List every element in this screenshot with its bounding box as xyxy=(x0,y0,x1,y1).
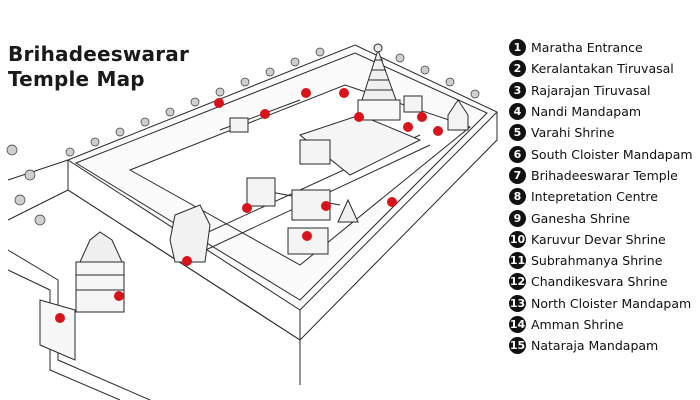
location-markers xyxy=(55,88,443,323)
location-marker xyxy=(182,256,192,266)
temple-map-illustration xyxy=(6,43,498,400)
legend-item: 12 Chandikesvara Shrine xyxy=(509,271,699,292)
legend-item: 11 Subrahmanya Shrine xyxy=(509,250,699,271)
legend-label: Keralantakan Tiruvasal xyxy=(531,61,674,77)
inner-gateway xyxy=(169,204,211,263)
legend-item: 5 Varahi Shrine xyxy=(509,122,699,143)
legend-number-badge: 3 xyxy=(509,81,526,99)
legend-item: 9 Ganesha Shrine xyxy=(509,207,699,228)
legend-number-badge: 7 xyxy=(509,166,526,184)
legend-label: South Cloister Mandapam xyxy=(531,146,693,162)
legend-item: 7 Brihadeeswarar Temple xyxy=(509,165,699,186)
legend-number-badge: 4 xyxy=(509,103,526,121)
legend-number-badge: 2 xyxy=(509,60,526,78)
legend-number-badge: 1 xyxy=(509,39,526,57)
legend-label: Chandikesvara Shrine xyxy=(531,274,668,290)
location-marker xyxy=(55,313,65,323)
legend: 1 Maratha Entrance 2 Keralantakan Tiruva… xyxy=(509,37,699,356)
legend-number-badge: 10 xyxy=(509,230,526,248)
legend-number-badge: 14 xyxy=(509,316,526,333)
location-marker xyxy=(214,98,224,108)
legend-item: 10 Karuvur Devar Shrine xyxy=(509,229,699,250)
map-title: Brihadeeswarar Temple Map xyxy=(8,42,189,92)
legend-label: Varahi Shrine xyxy=(531,125,615,141)
tree-row xyxy=(6,47,480,226)
legend-label: Amman Shrine xyxy=(531,317,624,332)
location-marker xyxy=(354,112,364,122)
legend-item: 13 North Cloister Mandapam xyxy=(509,293,699,314)
legend-number-badge: 8 xyxy=(509,188,526,206)
legend-label: North Cloister Mandapam xyxy=(531,295,692,311)
legend-item: 4 Nandi Mandapam xyxy=(509,101,699,122)
legend-number-badge: 13 xyxy=(509,294,526,312)
legend-label: Ganesha Shrine xyxy=(531,210,631,226)
location-marker xyxy=(301,88,311,98)
legend-label: Nandi Mandapam xyxy=(531,104,642,120)
main-vimana-tower xyxy=(357,43,401,121)
location-marker xyxy=(302,231,312,241)
outer-gopuram xyxy=(75,231,125,313)
location-marker xyxy=(339,88,349,98)
legend-number-badge: 11 xyxy=(509,252,526,270)
legend-item: 3 Rajarajan Tiruvasal xyxy=(509,80,699,101)
legend-item: 8 Intepretation Centre xyxy=(509,186,699,207)
legend-label: Intepretation Centre xyxy=(531,189,658,205)
legend-item: 15 Nataraja Mandapam xyxy=(509,335,699,356)
location-marker xyxy=(403,122,413,132)
legend-label: Karuvur Devar Shrine xyxy=(531,231,666,247)
legend-item: 14 Amman Shrine xyxy=(509,314,699,335)
location-marker xyxy=(321,201,331,211)
location-marker xyxy=(417,112,427,122)
map-title-line2: Temple Map xyxy=(8,67,145,91)
legend-label: Rajarajan Tiruvasal xyxy=(531,82,651,98)
legend-number-badge: 9 xyxy=(509,209,526,227)
legend-number-badge: 5 xyxy=(509,124,526,142)
legend-number-badge: 6 xyxy=(509,145,526,163)
location-marker xyxy=(433,126,443,136)
legend-number-badge: 12 xyxy=(509,273,526,291)
location-marker xyxy=(114,291,124,301)
legend-label: Maratha Entrance xyxy=(531,40,643,56)
legend-label: Brihadeeswarar Temple xyxy=(531,167,678,183)
map-title-line1: Brihadeeswarar xyxy=(8,42,190,66)
location-marker xyxy=(387,197,397,207)
legend-item: 1 Maratha Entrance xyxy=(509,37,699,58)
legend-number-badge: 15 xyxy=(509,337,526,355)
legend-label: Subrahmanya Shrine xyxy=(531,253,663,269)
legend-item: 6 South Cloister Mandapam xyxy=(509,143,699,164)
legend-item: 2 Keralantakan Tiruvasal xyxy=(509,58,699,79)
location-marker xyxy=(260,109,270,119)
legend-label: Nataraja Mandapam xyxy=(531,338,659,354)
location-marker xyxy=(242,203,252,213)
